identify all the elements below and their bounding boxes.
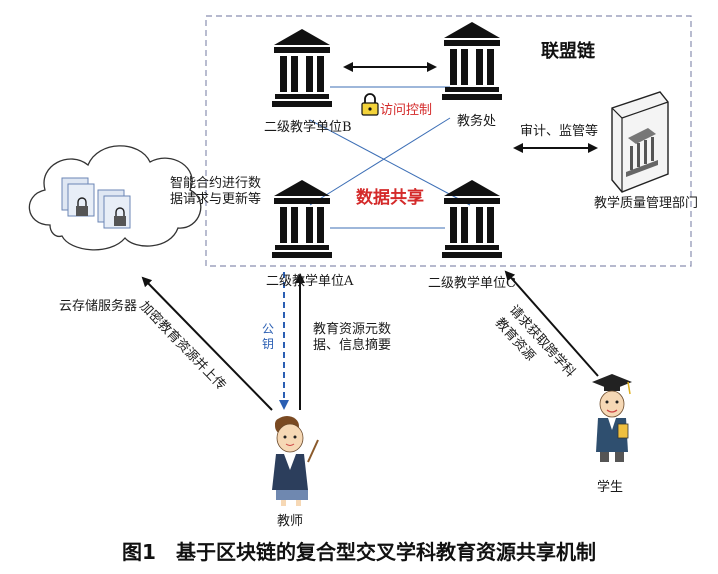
node-label-unit-b: 二级教学单位B — [264, 120, 352, 135]
edge-label-access-control: 访问控制 — [380, 103, 433, 118]
node-label-cloud-server: 云存储服务器 — [59, 299, 138, 314]
node-label-quality-dept: 教学质量管理部门 — [594, 196, 699, 211]
temple-icon-unit-b — [272, 29, 332, 107]
node-label-unit-c: 二级教学单位C — [428, 276, 516, 291]
node-label-unit-a: 二级教学单位A — [266, 274, 354, 289]
node-label-teacher: 教师 — [277, 514, 304, 529]
link-b-c — [309, 119, 471, 206]
lock-icon — [361, 93, 379, 116]
link-office-a — [309, 117, 451, 206]
edge-label-metadata: 教育资源元数据、信息摘要 — [313, 322, 392, 353]
quality-dept-building-icon — [611, 91, 669, 193]
cloud-icon — [28, 145, 202, 251]
edge-label-audit: 审计、监管等 — [520, 124, 599, 139]
temple-icon-unit-c — [442, 180, 502, 258]
edge-label-public-key: 公钥 — [261, 322, 274, 351]
alliance-chain-label: 联盟链 — [541, 41, 595, 62]
temple-icon-academic-affairs — [442, 22, 502, 100]
arrow-student-to-unit-c — [504, 270, 599, 377]
temple-icon-unit-a — [272, 180, 332, 258]
alliance-chain-frame — [205, 15, 692, 267]
node-label-student: 学生 — [597, 480, 624, 495]
edge-label-smart-contract: 智能合约进行数据请求与更新等 — [170, 176, 262, 207]
figure-caption: 图1 基于区块链的复合型交叉学科教育资源共享机制 — [122, 540, 596, 564]
teacher-avatar — [272, 416, 319, 506]
node-label-academic-affairs: 教务处 — [457, 114, 497, 129]
arrow-teacher-to-cloud — [141, 276, 273, 411]
edge-label-data-sharing: 数据共享 — [356, 188, 424, 208]
student-avatar — [592, 374, 632, 462]
